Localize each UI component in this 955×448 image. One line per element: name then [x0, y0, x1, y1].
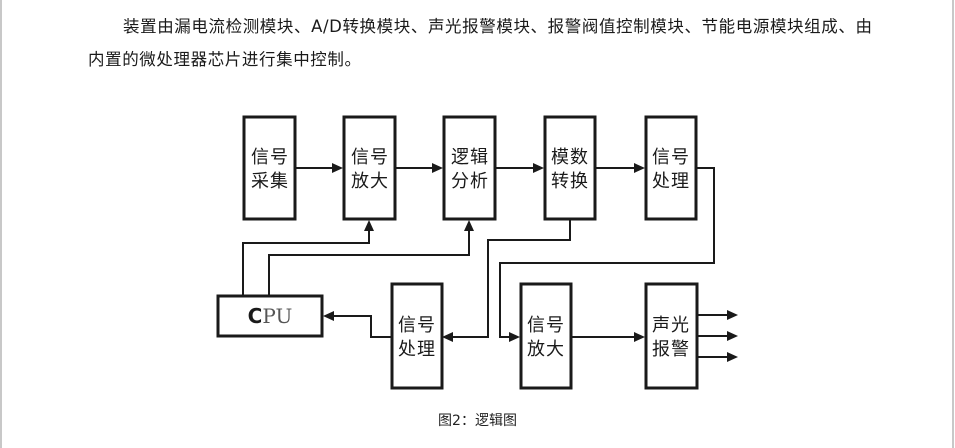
arrowhead: [464, 220, 474, 231]
connector-cpu-to-amp: [242, 230, 370, 295]
block-sound-light-alarm: 声光 报警: [644, 282, 699, 390]
figure-caption: 图2：逻辑图: [438, 413, 517, 429]
connectors: [242, 163, 738, 362]
arrowhead: [727, 352, 738, 362]
block-signal-amplify-bottom: 信号 放大: [519, 282, 573, 390]
arrowhead: [727, 310, 738, 320]
block-label-line1: 信号: [527, 315, 565, 336]
arrowhead: [432, 163, 443, 173]
block-label-line2: 放大: [527, 339, 565, 360]
block-signal-processing-bottom: 信号 处理: [390, 282, 444, 390]
block-label-line2: 报警: [652, 339, 690, 360]
arrowhead: [727, 331, 738, 341]
block-signal-amplify-top: 信号 放大: [342, 115, 397, 221]
block-label-line1: 信号: [251, 147, 289, 168]
block-label-line1: 模数: [551, 147, 589, 168]
block-label-line2: 处理: [652, 171, 690, 192]
page-border-right: [952, 0, 954, 448]
block-label: CPU: [248, 304, 293, 328]
body-paragraph: 装置由漏电流检测模块、A/D转换模块、声光报警模块、报警阀值控制模块、节能电源模…: [88, 17, 873, 69]
block-label-line1: 信号: [398, 315, 436, 336]
block-ad-conversion: 模数 转换: [543, 115, 597, 221]
block-label-line1: 逻辑: [451, 147, 489, 168]
arrowhead: [634, 332, 645, 342]
connector-proc-to-cpu: [333, 315, 391, 338]
arrowhead: [533, 163, 544, 173]
block-logic-analysis: 逻辑 分析: [442, 115, 497, 221]
arrowhead: [509, 332, 520, 342]
block-cpu: CPU: [216, 294, 324, 338]
connector-ad-to-proc-bottom: [452, 220, 571, 338]
block-label-line2: 转换: [551, 171, 589, 192]
arrowhead: [323, 311, 334, 321]
block-label-line2: 处理: [398, 339, 436, 360]
block-signal-acquisition: 信号 采集: [242, 115, 297, 221]
arrowhead: [634, 163, 645, 173]
block-label-line1: 声光: [652, 315, 690, 336]
arrowhead: [442, 332, 453, 342]
connector-cpu-to-logic: [268, 230, 470, 295]
block-label-line1: 信号: [351, 147, 389, 168]
connector-proc-to-amp-bottom: [499, 167, 715, 338]
block-label-line2: 采集: [251, 171, 289, 192]
block-label-line2: 放大: [351, 171, 389, 192]
arrowhead: [364, 220, 374, 231]
arrowhead: [332, 163, 343, 173]
block-label-line2: 分析: [451, 171, 489, 192]
page-border-left: [0, 0, 2, 448]
block-signal-processing-top: 信号 处理: [644, 115, 698, 221]
block-label-line1: 信号: [652, 147, 690, 168]
